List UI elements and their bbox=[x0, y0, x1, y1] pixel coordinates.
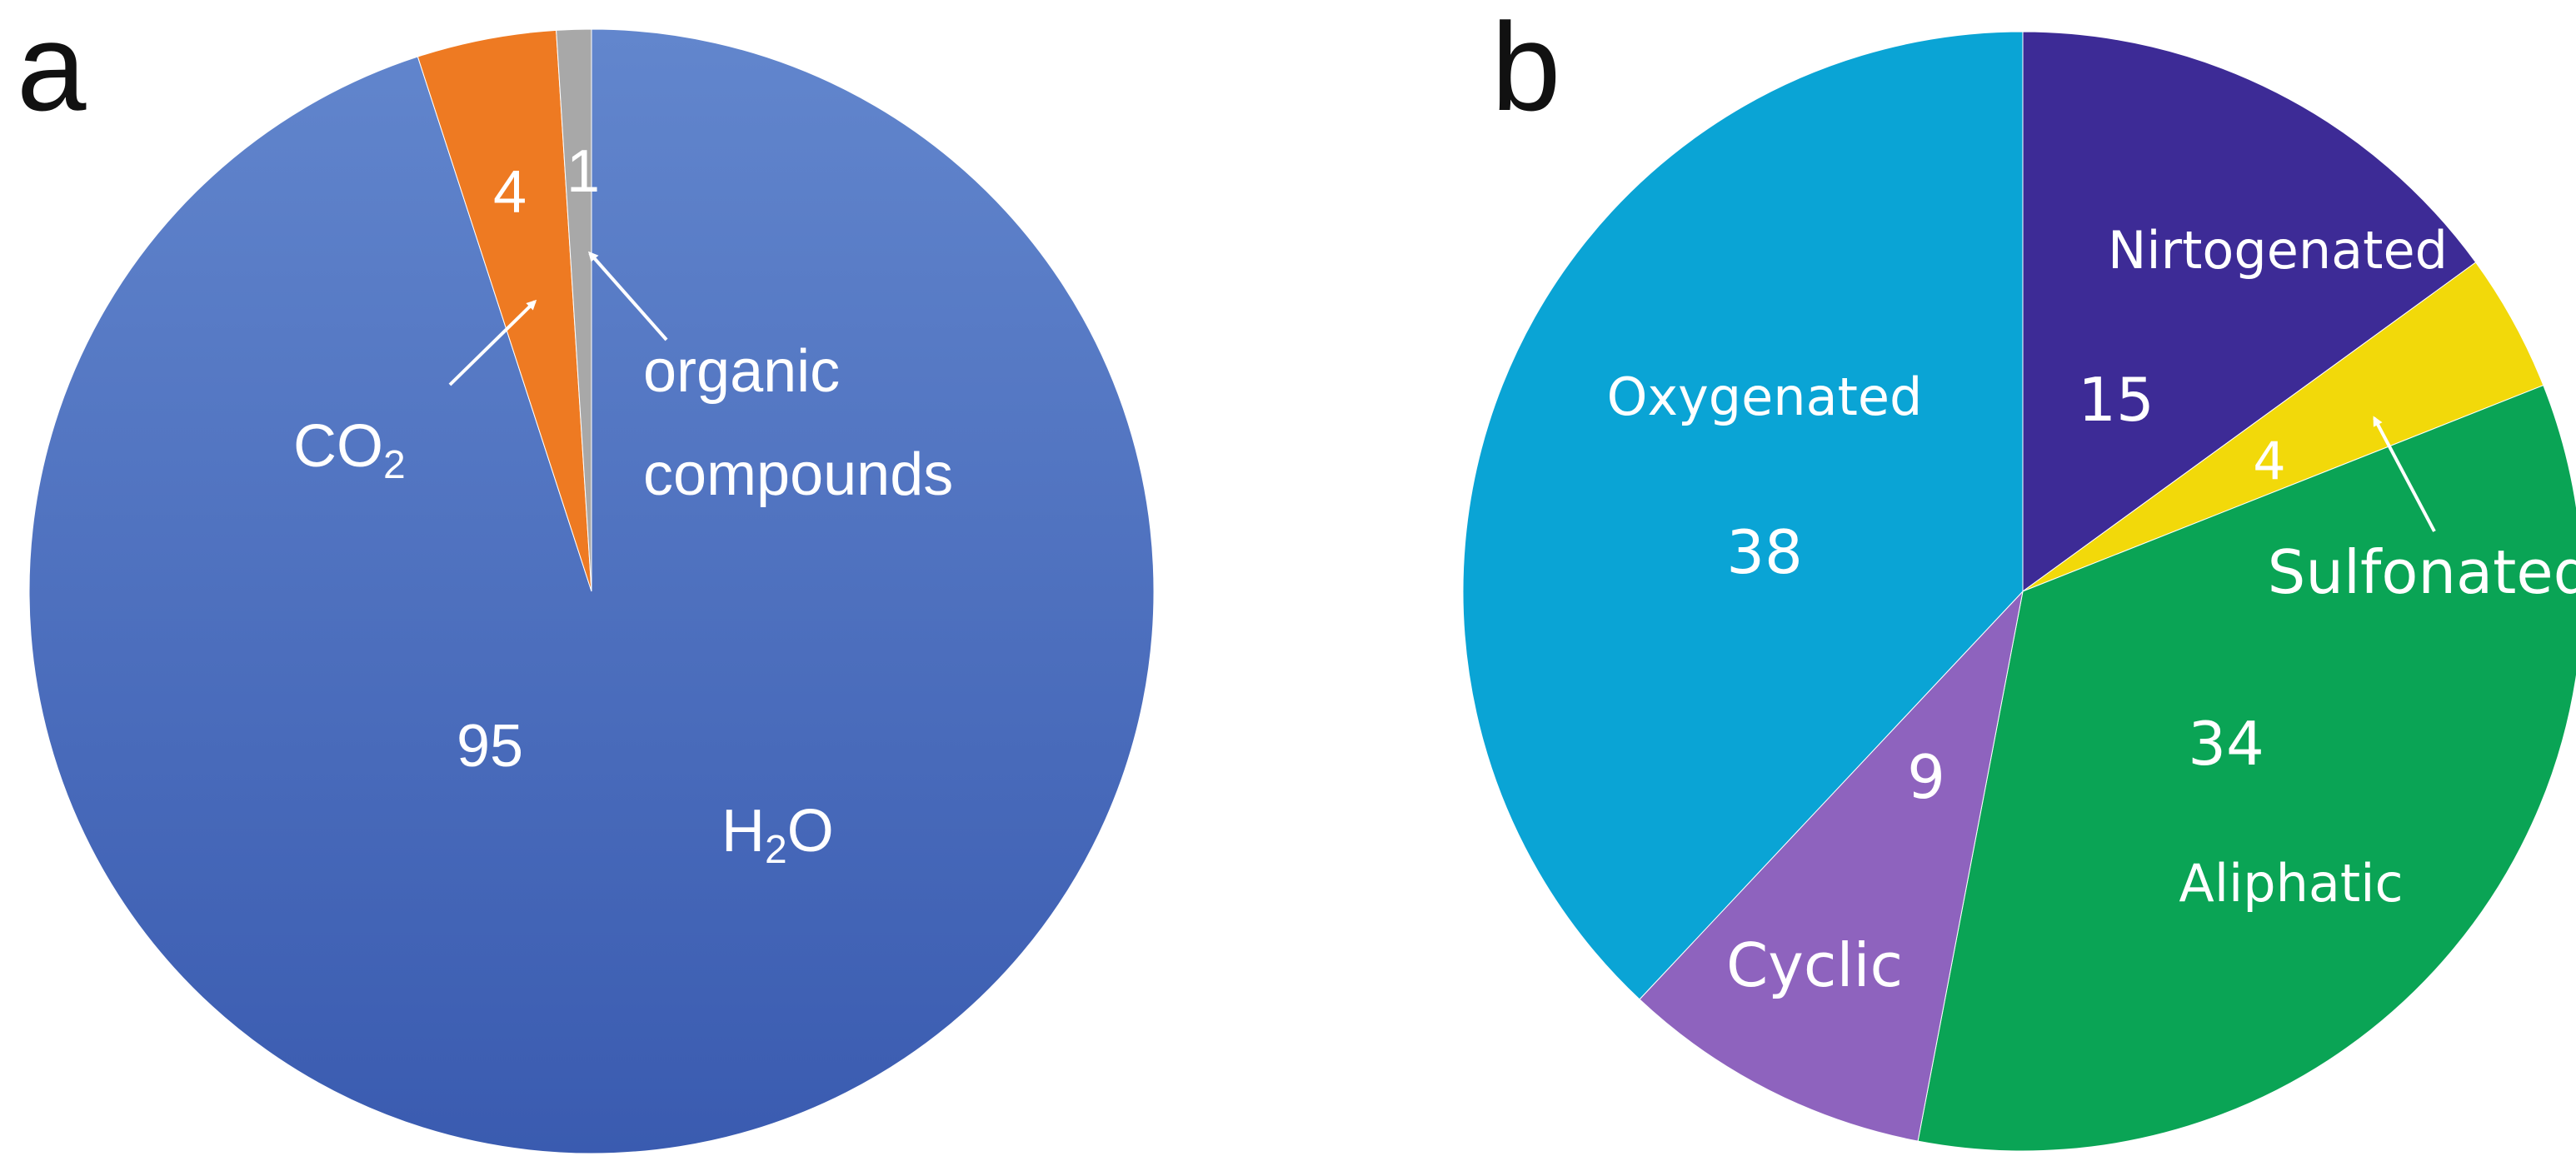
pie-slice-cyclic bbox=[1639, 590, 2024, 1142]
panel-letter-b: b bbox=[1491, 0, 1560, 137]
slice-organic-label-line1: organic bbox=[643, 338, 840, 405]
slice-h2o-value: 95 bbox=[457, 713, 523, 780]
co2-arrow bbox=[448, 299, 537, 386]
pie-slice-aliphatic bbox=[1917, 384, 2576, 1152]
slice-h2o-label: H2O bbox=[721, 798, 834, 872]
pie-slice-oxygenated bbox=[1462, 31, 2024, 1000]
pie-slice-organic-compounds bbox=[556, 28, 592, 592]
slice-sulfonated-value: 4 bbox=[2253, 431, 2285, 491]
panel-letter-a: a bbox=[17, 0, 87, 137]
slice-co2-label: CO2 bbox=[293, 413, 406, 487]
slice-aliphatic-value: 34 bbox=[2188, 709, 2264, 779]
sulfonated-arrow bbox=[2373, 416, 2436, 532]
pie-slice-nirtogenated bbox=[2022, 31, 2477, 592]
slice-nitrogenated-value: 15 bbox=[2078, 365, 2154, 435]
pie-a bbox=[28, 28, 1155, 1154]
slice-organic-label-line2: compounds bbox=[643, 441, 953, 508]
slice-nitrogenated-label: Nirtogenated bbox=[2108, 220, 2448, 281]
slice-aliphatic-label: Aliphatic bbox=[2179, 853, 2403, 914]
slice-oxygenated-value: 38 bbox=[1726, 517, 1803, 587]
slice-cyclic-label: Cyclic bbox=[1726, 930, 1903, 1000]
slice-co2-value: 4 bbox=[493, 159, 527, 226]
slice-sulfonated-label: Sulfonated bbox=[2268, 537, 2576, 607]
slice-organic-value: 1 bbox=[567, 138, 600, 205]
organic-arrow bbox=[588, 251, 668, 341]
pie-b bbox=[1462, 31, 2576, 1152]
slice-oxygenated-label: Oxygenated bbox=[1607, 366, 1923, 427]
slice-cyclic-value: 9 bbox=[1907, 742, 1945, 812]
